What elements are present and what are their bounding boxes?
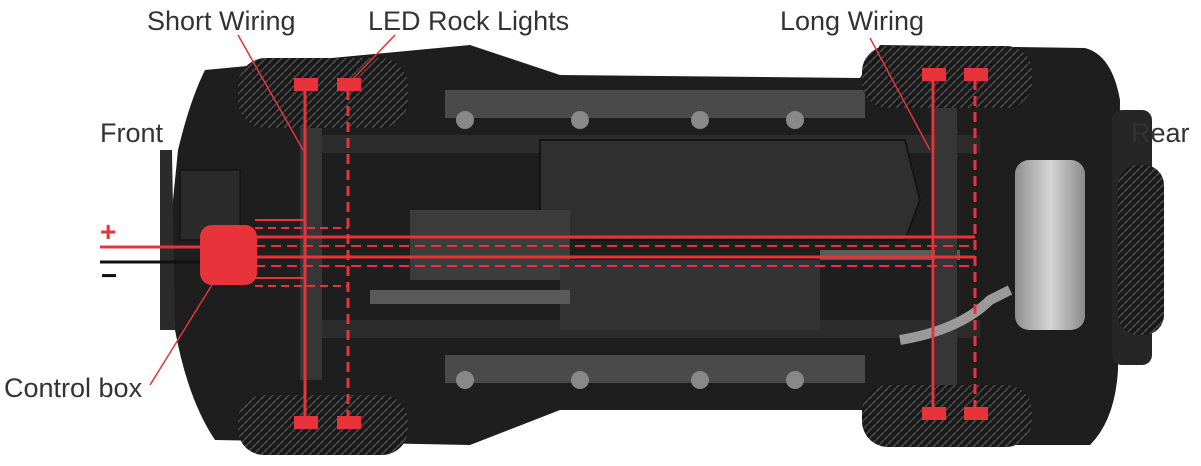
label-long-wiring: Long Wiring [780, 6, 925, 36]
rock-light-icon [922, 68, 946, 81]
tires [238, 46, 1164, 455]
label-short-wiring: Short Wiring [147, 6, 296, 36]
minus-sign: − [101, 260, 118, 291]
tire-front-right [238, 395, 408, 455]
rock-light-icon [337, 416, 361, 429]
rock-light-icon [922, 407, 946, 420]
wiring-overlay [100, 34, 977, 420]
rock-lights [294, 68, 988, 429]
vehicle-body [160, 45, 1152, 445]
tire-front-left [238, 58, 408, 128]
tire-rear-left [862, 46, 1032, 108]
rock-light-icon [964, 68, 988, 81]
label-front: Front [100, 118, 164, 148]
leader-long-wiring [869, 37, 931, 151]
rock-light-icon [294, 78, 318, 91]
leader-control-box [149, 279, 216, 386]
plus-sign: + [100, 216, 117, 247]
label-rear: Rear [1131, 118, 1190, 148]
rock-light-icon [294, 416, 318, 429]
leader-led-lights [349, 34, 396, 83]
rock-light-icon [964, 407, 988, 420]
tire-rear-right [862, 385, 1032, 447]
label-control-box: Control box [4, 373, 143, 403]
rock-light-icon [337, 78, 361, 91]
control-box-icon [200, 225, 257, 285]
spare-tire [1118, 165, 1164, 335]
label-led-rock-lights: LED Rock Lights [368, 6, 570, 36]
leader-short-wiring [237, 34, 304, 151]
